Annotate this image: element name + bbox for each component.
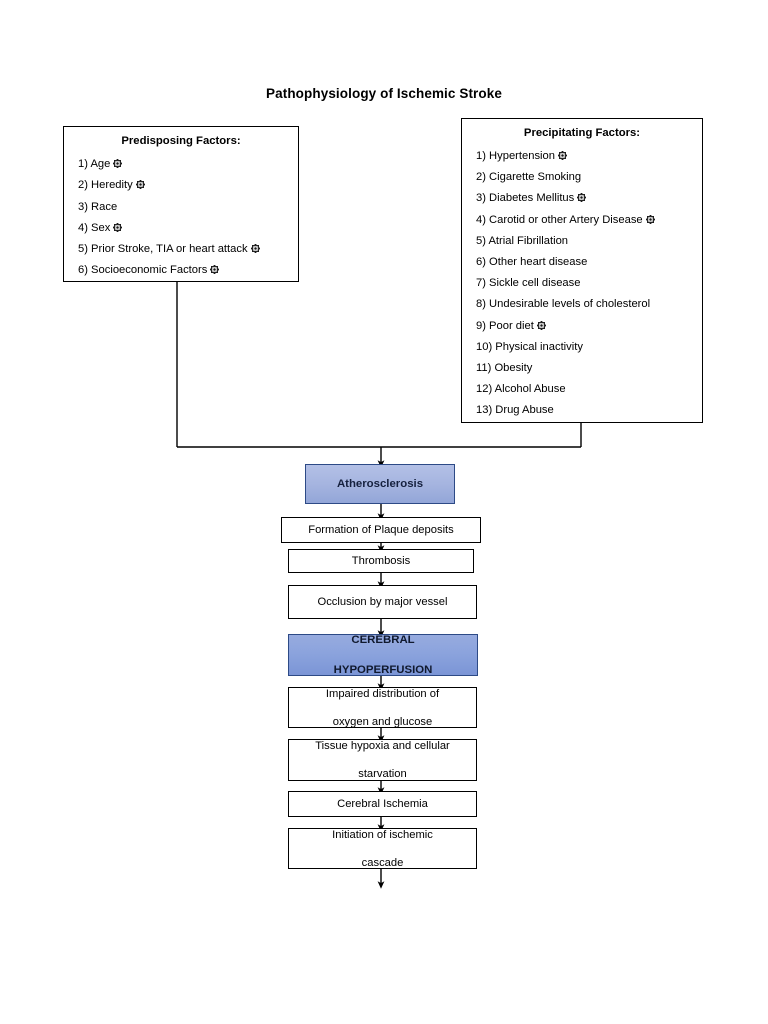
cog-icon [250,244,260,254]
precipitating-factor-item: 12) Alcohol Abuse [476,379,702,400]
node-label: Atherosclerosis [336,478,424,490]
predisposing-factor-item-label: 1) Age [78,158,111,170]
predisposing-factor-item: 4) Sex [78,218,298,239]
cog-icon [536,320,546,330]
page-title: Pathophysiology of Ischemic Stroke [266,86,502,101]
precipitating-factor-item: 5) Atrial Fibrillation [476,231,702,252]
precipitating-factor-item-label: 5) Atrial Fibrillation [476,234,569,247]
precipitating-factor-item: 2) Cigarette Smoking [476,167,702,188]
precipitating-factor-item-label: 4) Carotid or other Artery Disease [476,213,643,226]
predisposing-factors-box: Predisposing Factors: 1) Age 2) Heredity 3… [63,126,299,282]
node-label: Thrombosis [351,555,411,567]
precipitating-factor-item: 7) Sickle cell disease [476,273,702,294]
predisposing-factor-item-label: 5) Prior Stroke, TIA or heart attack [78,243,248,256]
precipitating-factor-item-label: 3) Diabetes Mellitus [476,192,575,205]
node-label: Tissue hypoxia and cellular starvation [307,739,458,781]
predisposing-factor-item: 6) Socioeconomic Factors [78,260,298,281]
predisposing-factor-item: 1) Age [78,154,298,175]
node-label-line2: starvation [358,768,407,780]
node-label-line1: CEREBRAL [351,633,415,646]
precipitating-factor-item-label: 8) Undesirable levels of cholesterol [476,298,651,311]
predisposing-factor-item-label: 3) Race [78,200,118,213]
node-atherosclerosis: Atherosclerosis [305,464,455,504]
precipitating-factor-item: 1) Hypertension [476,146,702,167]
node-label: Initiation of ischemic cascade [324,828,441,870]
node-label: Formation of Plaque deposits [308,524,454,536]
node-tissue-hypoxia: Tissue hypoxia and cellular starvation [288,739,477,781]
predisposing-factor-item-label: 4) Sex [78,221,111,234]
precipitating-factor-item: 13) Drug Abuse [476,400,702,421]
cog-icon [113,159,123,168]
cog-icon [210,265,220,275]
node-occlusion-by-major-vessel: Occlusion by major vessel [288,585,477,619]
precipitating-factor-item: 9) Poor diet [476,316,702,337]
predisposing-factor-item: 3) Race [78,197,298,218]
node-label-line2: HYPOPERFUSION [333,663,433,676]
precipitating-factor-item-label: 2) Cigarette Smoking [476,171,582,184]
precipitating-factor-item: 8) Undesirable levels of cholesterol [476,294,702,315]
precipitating-factor-item-label: 13) Drug Abuse [476,404,554,417]
cog-icon [113,222,123,232]
node-label-line1: Initiation of ischemic [332,828,433,841]
precipitating-factor-item-label: 9) Poor diet [476,319,534,332]
precipitating-factor-item-label: 11) Obesity [476,362,533,375]
predisposing-factor-item-label: 6) Socioeconomic Factors [78,264,208,277]
cog-icon [135,180,145,190]
precipitating-factor-item: 3) Diabetes Mellitus [476,188,702,209]
predisposing-factor-item: 2) Heredity [78,175,298,196]
precipitating-factor-item: 4) Carotid or other Artery Disease [476,210,702,231]
precipitating-factor-item-label: 6) Other heart disease [476,256,588,269]
node-initiation-of-ischemic-cascade: Initiation of ischemic cascade [288,828,477,869]
node-cerebral-ischemia: Cerebral Ischemia [288,791,477,817]
precipitating-factor-item-label: 10) Physical inactivity [476,340,583,353]
node-label-line2: cascade [361,856,404,869]
node-label-line1: Impaired distribution of [325,687,440,700]
cog-icon [557,151,567,160]
precipitating-heading: Precipitating Factors: [523,127,641,139]
node-thrombosis: Thrombosis [288,549,474,573]
node-impaired-distribution: Impaired distribution of oxygen and gluc… [288,687,477,728]
node-cerebral-hypoperfusion: CEREBRAL HYPOPERFUSION [288,634,478,676]
node-label: CEREBRAL HYPOPERFUSION [326,633,441,678]
predisposing-factor-item: 5) Prior Stroke, TIA or heart attack [78,239,298,260]
node-label-line1: Tissue hypoxia and cellular [315,740,450,752]
node-label: Occlusion by major vessel [317,596,448,608]
precipitating-factor-item: 6) Other heart disease [476,252,702,273]
precipitating-factor-item-label: 7) Sickle cell disease [476,277,581,290]
node-label: Impaired distribution of oxygen and gluc… [318,687,447,729]
precipitating-factor-item: 11) Obesity [476,358,702,379]
predisposing-factor-item-label: 2) Heredity [78,179,133,192]
node-formation-of-plaque-deposits: Formation of Plaque deposits [281,517,481,543]
cog-icon [577,193,587,203]
precipitating-factors-list: 1) Hypertension 2) Cigarette Smoking 3) Di… [462,146,702,422]
precipitating-factor-item-label: 1) Hypertension [476,150,555,162]
predisposing-heading: Predisposing Factors: [121,135,241,147]
predisposing-factors-list: 1) Age 2) Heredity 3) Race 4) Sex 5) Prior S… [64,154,298,282]
cog-icon [645,214,655,224]
precipitating-factor-item: 10) Physical inactivity [476,337,702,358]
precipitating-factors-box: Precipitating Factors: 1) Hypertension 2)… [461,118,703,423]
node-label-line2: oxygen and glucose [332,715,433,728]
node-label: Cerebral Ischemia [337,798,428,810]
precipitating-factor-item-label: 12) Alcohol Abuse [476,383,566,396]
